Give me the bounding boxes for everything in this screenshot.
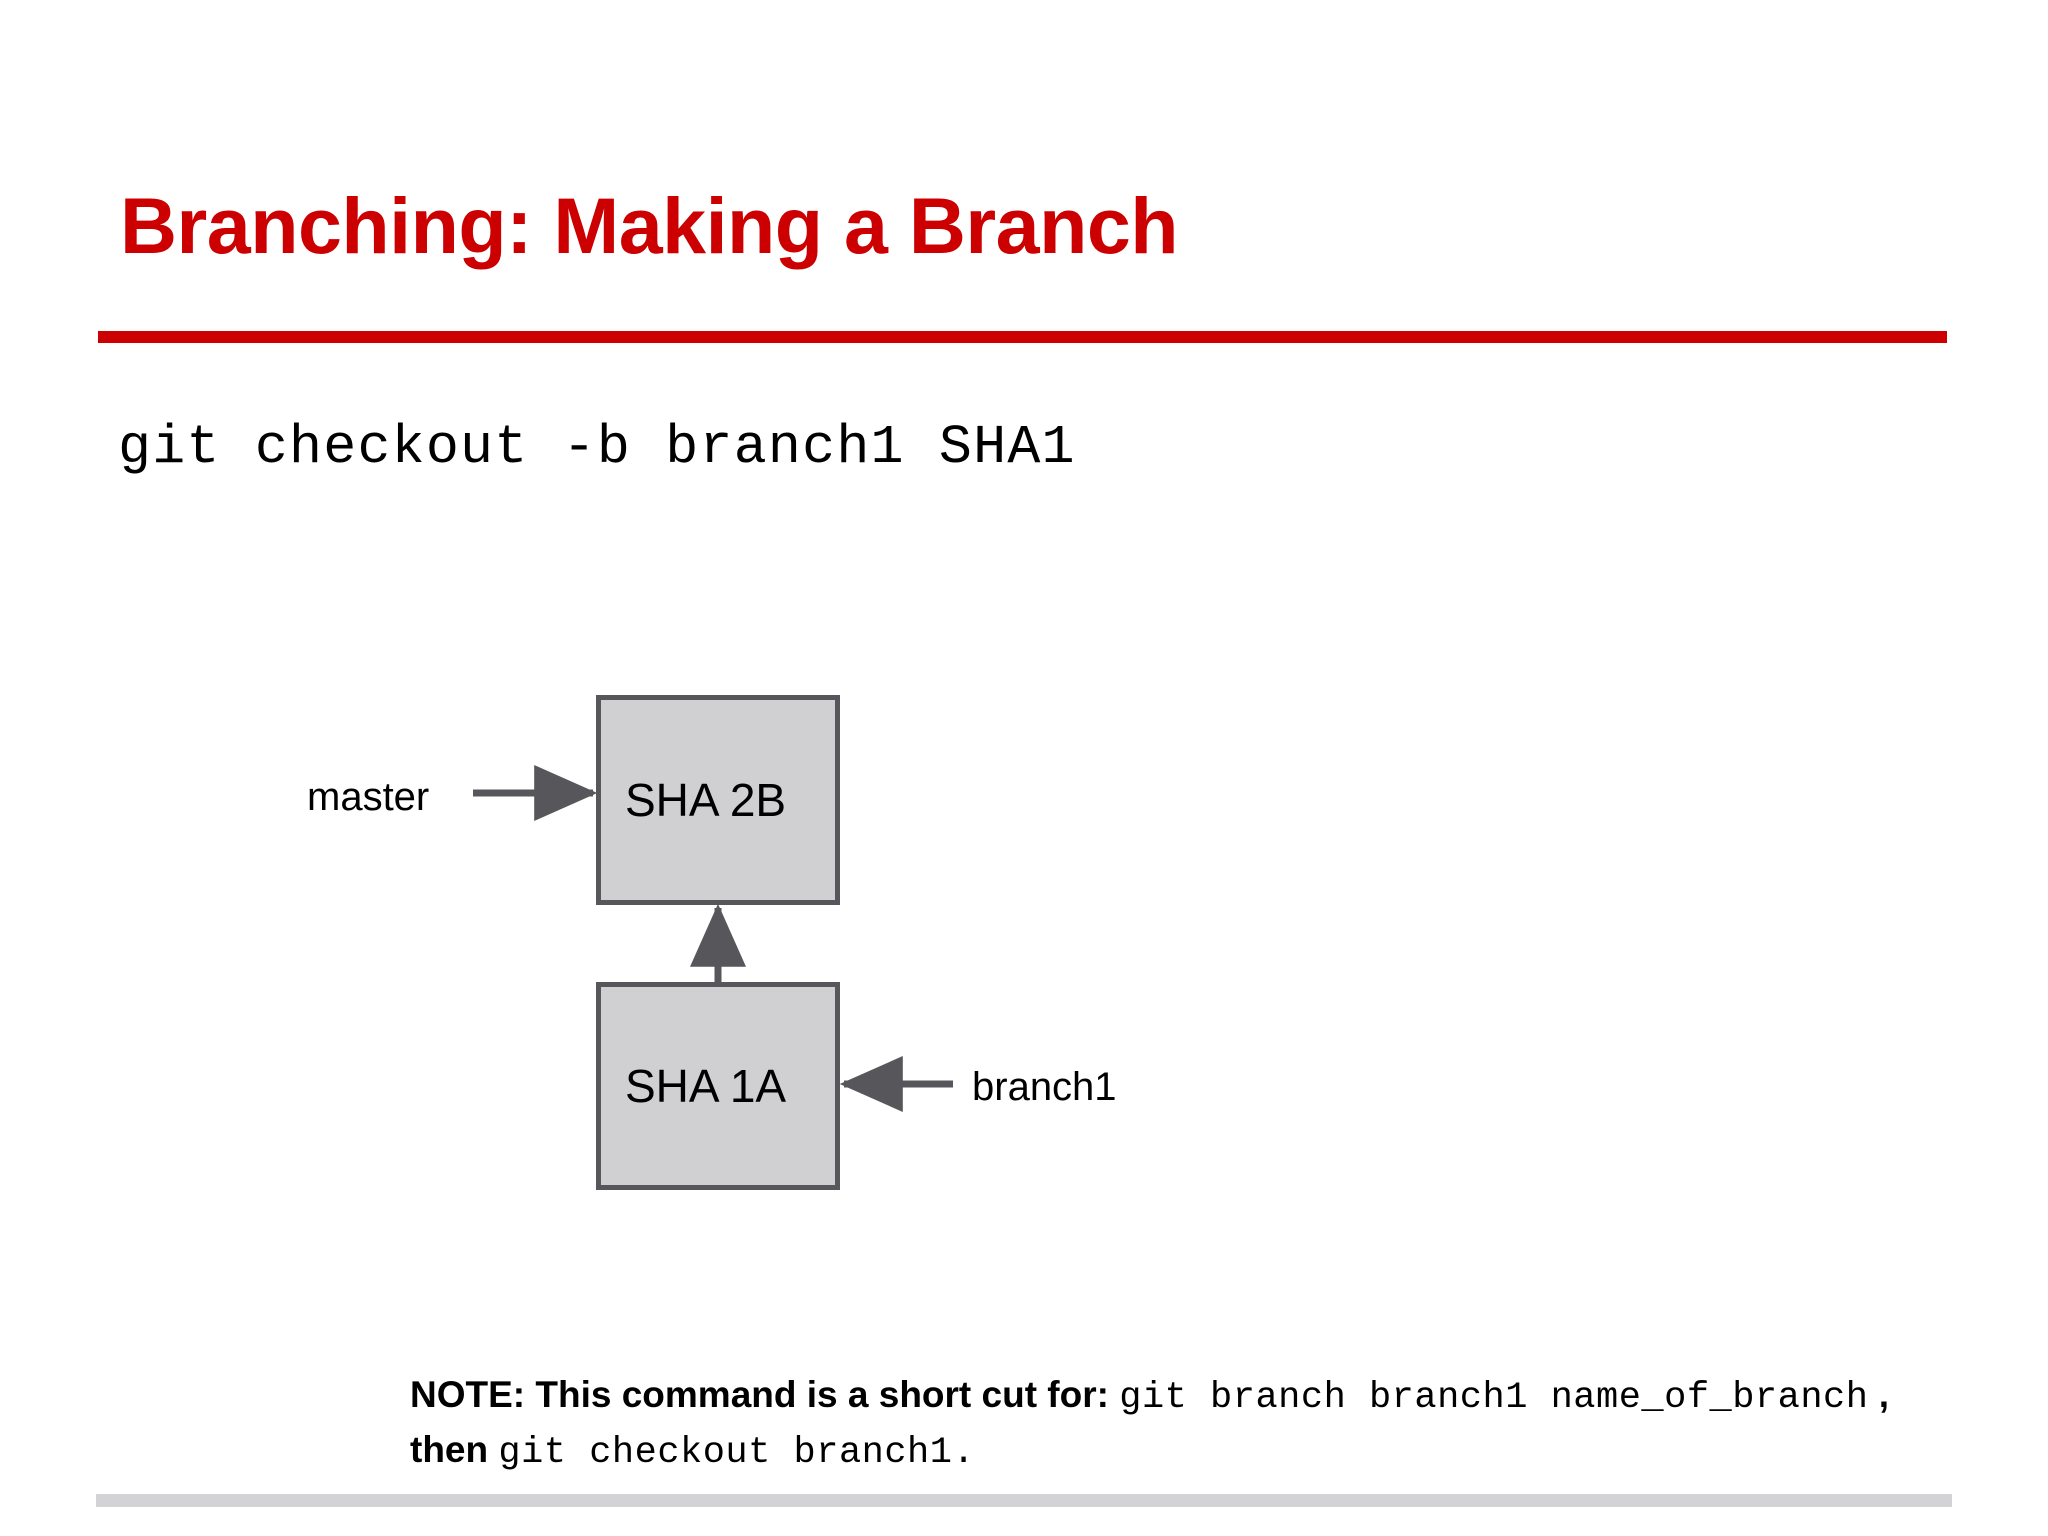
commit-label-sha1a: SHA 1A — [625, 1060, 787, 1112]
note-lead: NOTE: This command is a short cut for: — [410, 1374, 1109, 1415]
commit-label-sha2b: SHA 2B — [625, 774, 787, 826]
note-code-1: git branch branch1 name_of_branch — [1119, 1377, 1869, 1419]
note-comma: , — [1878, 1374, 1890, 1415]
commit-box-sha1a[interactable]: SHA 1A — [596, 982, 840, 1190]
footer-bar — [96, 1494, 1952, 1507]
note-code-2: git checkout branch1. — [498, 1432, 976, 1474]
note-block: NOTE: This command is a short cut for: g… — [410, 1369, 2010, 1479]
ref-label-branch1: branch1 — [972, 1065, 1117, 1109]
note-then: then — [410, 1429, 489, 1470]
title-divider — [98, 331, 1947, 343]
ref-label-master: master — [307, 775, 430, 819]
page-title: Branching: Making a Branch — [120, 181, 1179, 270]
commit-box-sha2b[interactable]: SHA 2B — [596, 695, 840, 905]
command-text: git checkout -b branch1 SHA1 — [118, 416, 1076, 479]
